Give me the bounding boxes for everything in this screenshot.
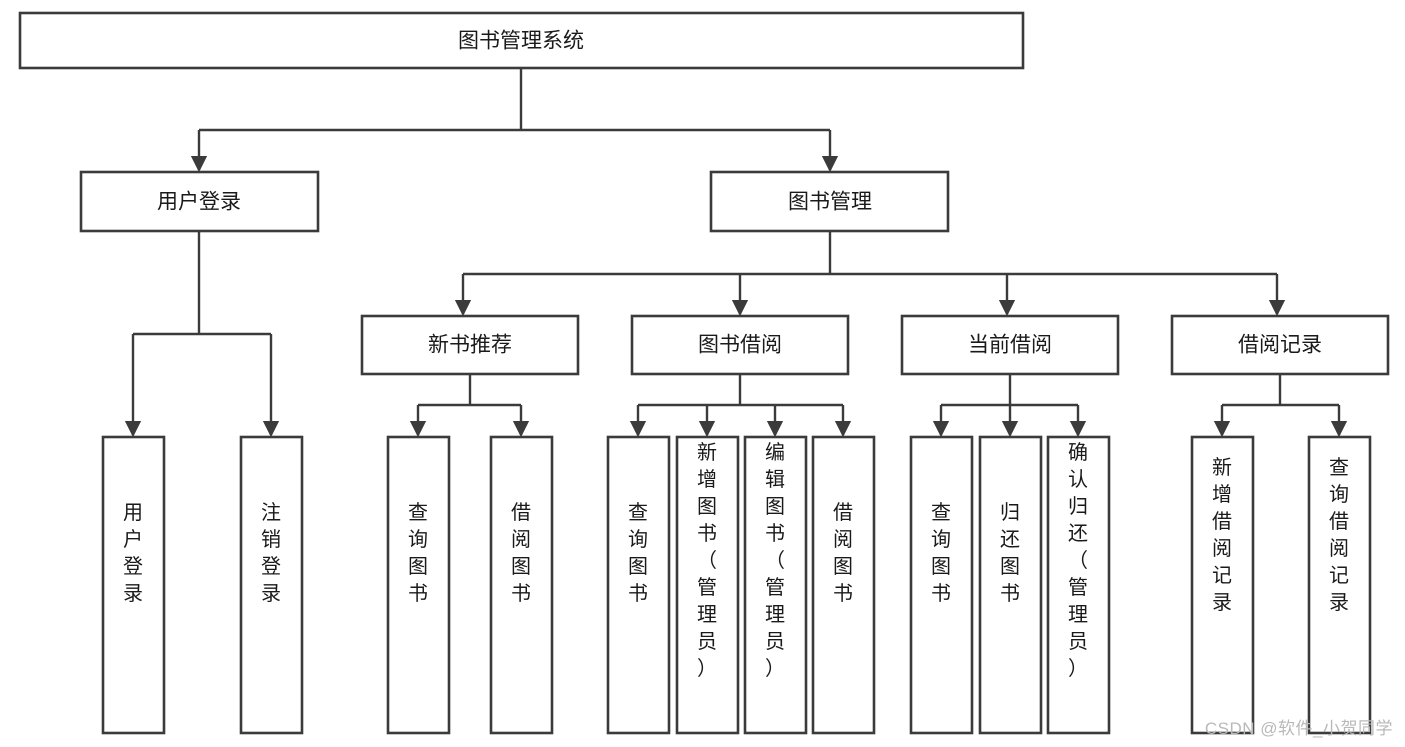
- leaf-query-book-1[interactable]: 查询图书: [386, 435, 451, 735]
- edge-group: [124, 68, 1348, 438]
- node-book-management-label: 图书管理: [788, 191, 872, 214]
- node-current-borrow-label: 当前借阅: [968, 334, 1052, 357]
- node-new-book-recommend-label: 新书推荐: [428, 334, 512, 357]
- leaf-add-book-label: 新增图书（管理员）: [697, 441, 717, 680]
- leaf-query-book-1-label: 查询图书: [408, 501, 428, 605]
- leaf-query-book-3-box: [909, 435, 974, 735]
- leaf-add-book[interactable]: 新增图书（管理员）: [675, 435, 740, 735]
- leaf-logout[interactable]: 注销登录: [239, 435, 304, 735]
- node-borrow-record-box: [1170, 314, 1390, 376]
- leaf-confirm-return-box: [1046, 435, 1111, 735]
- node-new-book-recommend-box: [360, 314, 580, 376]
- leaf-query-book-3-label: 查询图书: [931, 501, 951, 605]
- leaf-borrow-book-1-label: 借阅图书: [511, 501, 531, 605]
- node-root-box: [18, 11, 1025, 70]
- node-user-login[interactable]: 用户登录: [79, 170, 320, 233]
- leaf-borrow-book-1[interactable]: 借阅图书: [489, 435, 554, 735]
- leaf-logout-label: 注销登录: [261, 501, 281, 605]
- leaf-query-borrow-record[interactable]: 查询借阅记录: [1307, 435, 1372, 735]
- leaf-query-borrow-record-box: [1307, 435, 1372, 735]
- leaf-user-login[interactable]: 用户登录: [101, 435, 166, 735]
- node-book-management-box: [709, 170, 950, 233]
- leaf-return-book[interactable]: 归还图书: [978, 435, 1043, 735]
- leaf-user-login-box: [101, 435, 166, 735]
- leaf-query-book-2-label: 查询图书: [628, 501, 648, 605]
- leaf-query-book-3[interactable]: 查询图书: [909, 435, 974, 735]
- node-new-book-recommend[interactable]: 新书推荐: [360, 314, 580, 376]
- leaf-query-book-2-box: [606, 435, 671, 735]
- leaf-confirm-return[interactable]: 确认归还（管理员）: [1046, 435, 1111, 735]
- node-current-borrow-box: [900, 314, 1120, 376]
- leaf-borrow-book-2-label: 借阅图书: [833, 501, 853, 605]
- leaf-edit-book[interactable]: 编辑图书（管理员）: [743, 435, 808, 735]
- leaf-logout-box: [239, 435, 304, 735]
- leaf-query-book-1-box: [386, 435, 451, 735]
- leaf-add-book-box: [675, 435, 740, 735]
- leaf-user-login-label: 用户登录: [123, 502, 143, 605]
- leaf-add-borrow-record[interactable]: 新增借阅记录: [1190, 435, 1255, 735]
- node-borrow-record-label: 借阅记录: [1238, 334, 1322, 357]
- node-user-login-box: [79, 170, 320, 233]
- leaf-return-book-box: [978, 435, 1043, 735]
- leaf-borrow-book-2[interactable]: 借阅图书: [811, 435, 876, 735]
- node-book-borrow[interactable]: 图书借阅: [630, 314, 850, 376]
- node-root-label: 图书管理系统: [458, 30, 584, 53]
- leaf-query-borrow-record-label: 查询借阅记录: [1329, 456, 1349, 614]
- node-book-borrow-box: [630, 314, 850, 376]
- node-current-borrow[interactable]: 当前借阅: [900, 314, 1120, 376]
- leaf-confirm-return-label: 确认归还（管理员）: [1068, 441, 1088, 680]
- node-book-management[interactable]: 图书管理: [709, 170, 950, 233]
- leaf-return-book-label: 归还图书: [1000, 501, 1020, 605]
- node-book-borrow-label: 图书借阅: [698, 334, 782, 357]
- node-user-login-label: 用户登录: [157, 191, 241, 214]
- node-borrow-record[interactable]: 借阅记录: [1170, 314, 1390, 376]
- leaf-query-book-2[interactable]: 查询图书: [606, 435, 671, 735]
- leaf-add-borrow-record-label: 新增借阅记录: [1212, 456, 1232, 614]
- leaf-edit-book-label: 编辑图书（管理员）: [765, 441, 785, 680]
- node-root-book-management-system[interactable]: 图书管理系统: [18, 11, 1025, 70]
- leaf-edit-book-box: [743, 435, 808, 735]
- leaf-borrow-book-1-box: [489, 435, 554, 735]
- leaf-add-borrow-record-box: [1190, 435, 1255, 735]
- leaf-borrow-book-2-box: [811, 435, 876, 735]
